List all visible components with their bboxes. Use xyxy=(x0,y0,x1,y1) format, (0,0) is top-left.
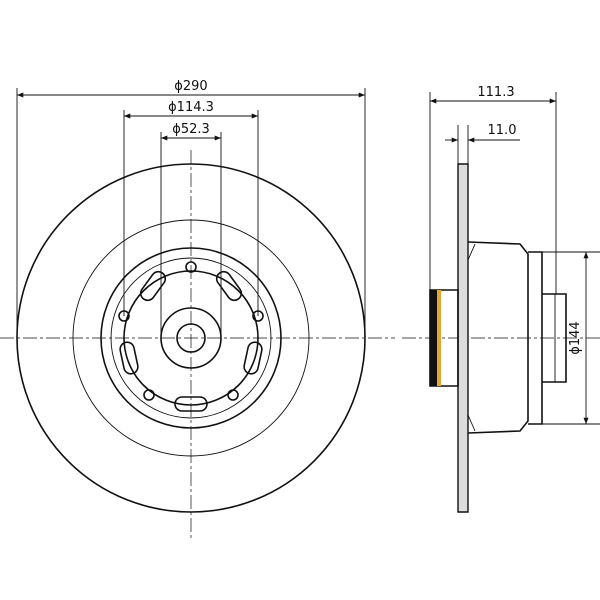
disc-friction-inner-edge xyxy=(72,219,310,457)
overall-height-label: 111.3 xyxy=(477,85,514,100)
side-extension-lines xyxy=(429,92,600,425)
center-bore-label: ϕ52.3 xyxy=(172,122,210,137)
slot xyxy=(174,396,208,412)
hat-profile xyxy=(467,241,529,434)
slot xyxy=(119,341,139,375)
dimension-lines xyxy=(17,92,365,141)
seal-insert xyxy=(437,290,441,386)
disc-plate-section xyxy=(457,163,469,513)
side-view: 111.3 11.0 ϕ144 xyxy=(402,85,600,513)
hub-boss-side xyxy=(542,293,567,383)
slot xyxy=(215,270,243,302)
hat-fillet xyxy=(467,243,476,432)
outer-diameter-label: ϕ290 xyxy=(174,79,207,94)
front-view: ϕ290 ϕ114.3 ϕ52.3 xyxy=(0,79,395,540)
bolt-hole xyxy=(227,389,239,401)
mounting-face xyxy=(123,270,259,406)
hub-step xyxy=(528,251,543,425)
hat-inner-edge xyxy=(110,257,272,419)
bolt-hole xyxy=(185,261,197,273)
hat-outer-edge xyxy=(100,247,282,429)
slot xyxy=(243,341,263,375)
disc-thickness-label: 11.0 xyxy=(488,123,517,138)
hub-diameter-label: ϕ144 xyxy=(568,321,583,354)
slot xyxy=(139,270,167,302)
pcd-label: ϕ114.3 xyxy=(168,100,214,115)
bolt-hole xyxy=(143,389,155,401)
extension-lines xyxy=(16,88,366,338)
slots xyxy=(119,270,263,412)
center-bore xyxy=(176,323,206,353)
seal-ring xyxy=(430,290,437,386)
